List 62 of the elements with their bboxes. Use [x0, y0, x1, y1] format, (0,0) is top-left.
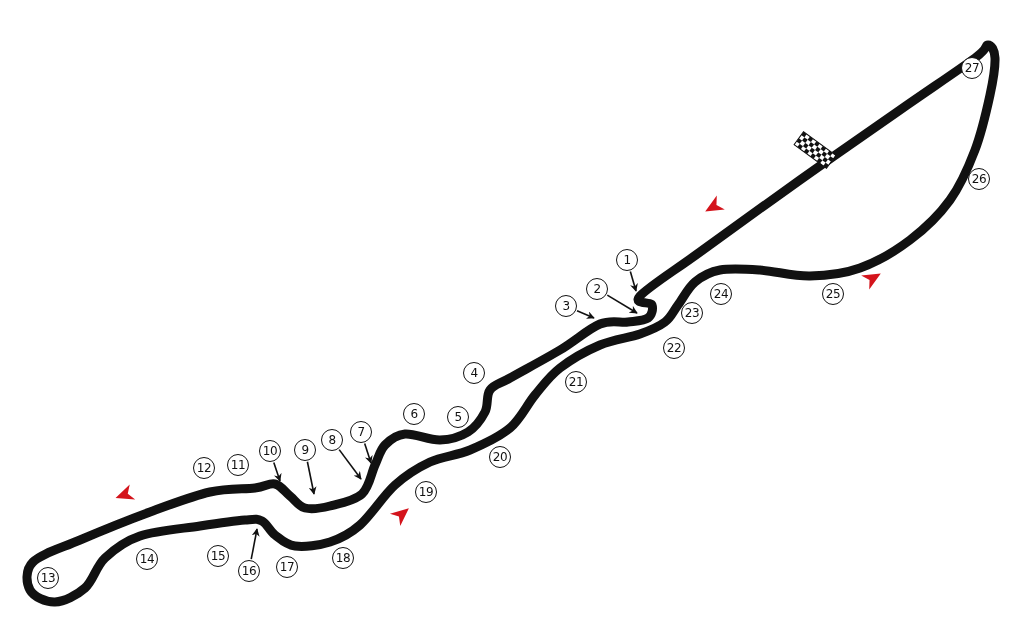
turn-number-circle	[207, 545, 229, 567]
turn-number: 18	[335, 552, 351, 564]
turn-number: 12	[196, 462, 212, 474]
turn-number: 23	[684, 307, 700, 319]
turn-number-circle	[403, 403, 425, 425]
turn-number-circle	[37, 567, 59, 589]
turn-number-circle	[276, 556, 298, 578]
turn-number-circle	[586, 278, 608, 300]
turn-number-circle	[350, 421, 372, 443]
turn-number-circle	[227, 454, 249, 476]
leader-arrow	[273, 461, 282, 482]
turn-number: 15	[210, 550, 226, 562]
turn-number-circle	[489, 446, 511, 468]
turn-number-circle	[710, 283, 732, 305]
leader-arrow	[606, 294, 638, 314]
turn-number-circle	[565, 371, 587, 393]
turn-number: 9	[301, 444, 309, 456]
leader-arrow	[363, 442, 373, 464]
turn-number: 20	[492, 451, 508, 463]
leader-arrow	[338, 448, 362, 480]
leader-arrow	[250, 528, 260, 560]
turn-number: 25	[825, 288, 841, 300]
turn-number-circle	[193, 457, 215, 479]
turn-number-circle	[555, 295, 577, 317]
turn-number: 27	[964, 62, 980, 74]
turn-number: 2	[593, 283, 601, 295]
turn-number-circle	[415, 481, 437, 503]
turn-number: 24	[713, 288, 729, 300]
turn-number-circle	[968, 168, 990, 190]
turn-number-circle	[616, 249, 638, 271]
turn-number: 4	[470, 367, 478, 379]
turn-number-circle	[961, 57, 983, 79]
turn-number: 13	[40, 572, 56, 584]
turn-number-circle	[321, 429, 343, 451]
turn-number: 7	[357, 426, 365, 438]
turn-number: 8	[328, 434, 336, 446]
turn-number: 26	[971, 173, 987, 185]
turn-number-circle	[463, 362, 485, 384]
turn-number-circle	[136, 548, 158, 570]
leader-arrow	[576, 309, 595, 319]
turn-number: 17	[279, 561, 295, 573]
turn-number-circle	[332, 547, 354, 569]
leader-arrow	[629, 270, 638, 292]
leader-arrow	[306, 460, 317, 495]
turn-number-circle	[259, 440, 281, 462]
turn-number-circle	[681, 302, 703, 324]
turn-number-circle	[447, 406, 469, 428]
turn-number: 6	[410, 408, 418, 420]
turn-number: 19	[418, 486, 434, 498]
turn-number-circle	[294, 439, 316, 461]
turn-number: 16	[241, 565, 257, 577]
turn-number: 5	[454, 411, 462, 423]
turn-number: 14	[139, 553, 155, 565]
turn-number-circle	[822, 283, 844, 305]
turn-number-circle	[663, 337, 685, 359]
turn-number-circle	[238, 560, 260, 582]
turn-number: 21	[568, 376, 584, 388]
turn-number: 10	[262, 445, 278, 457]
turn-number: 3	[562, 300, 570, 312]
turn-number: 22	[666, 342, 682, 354]
turn-number: 1	[623, 254, 631, 266]
turn-number: 11	[230, 459, 246, 471]
